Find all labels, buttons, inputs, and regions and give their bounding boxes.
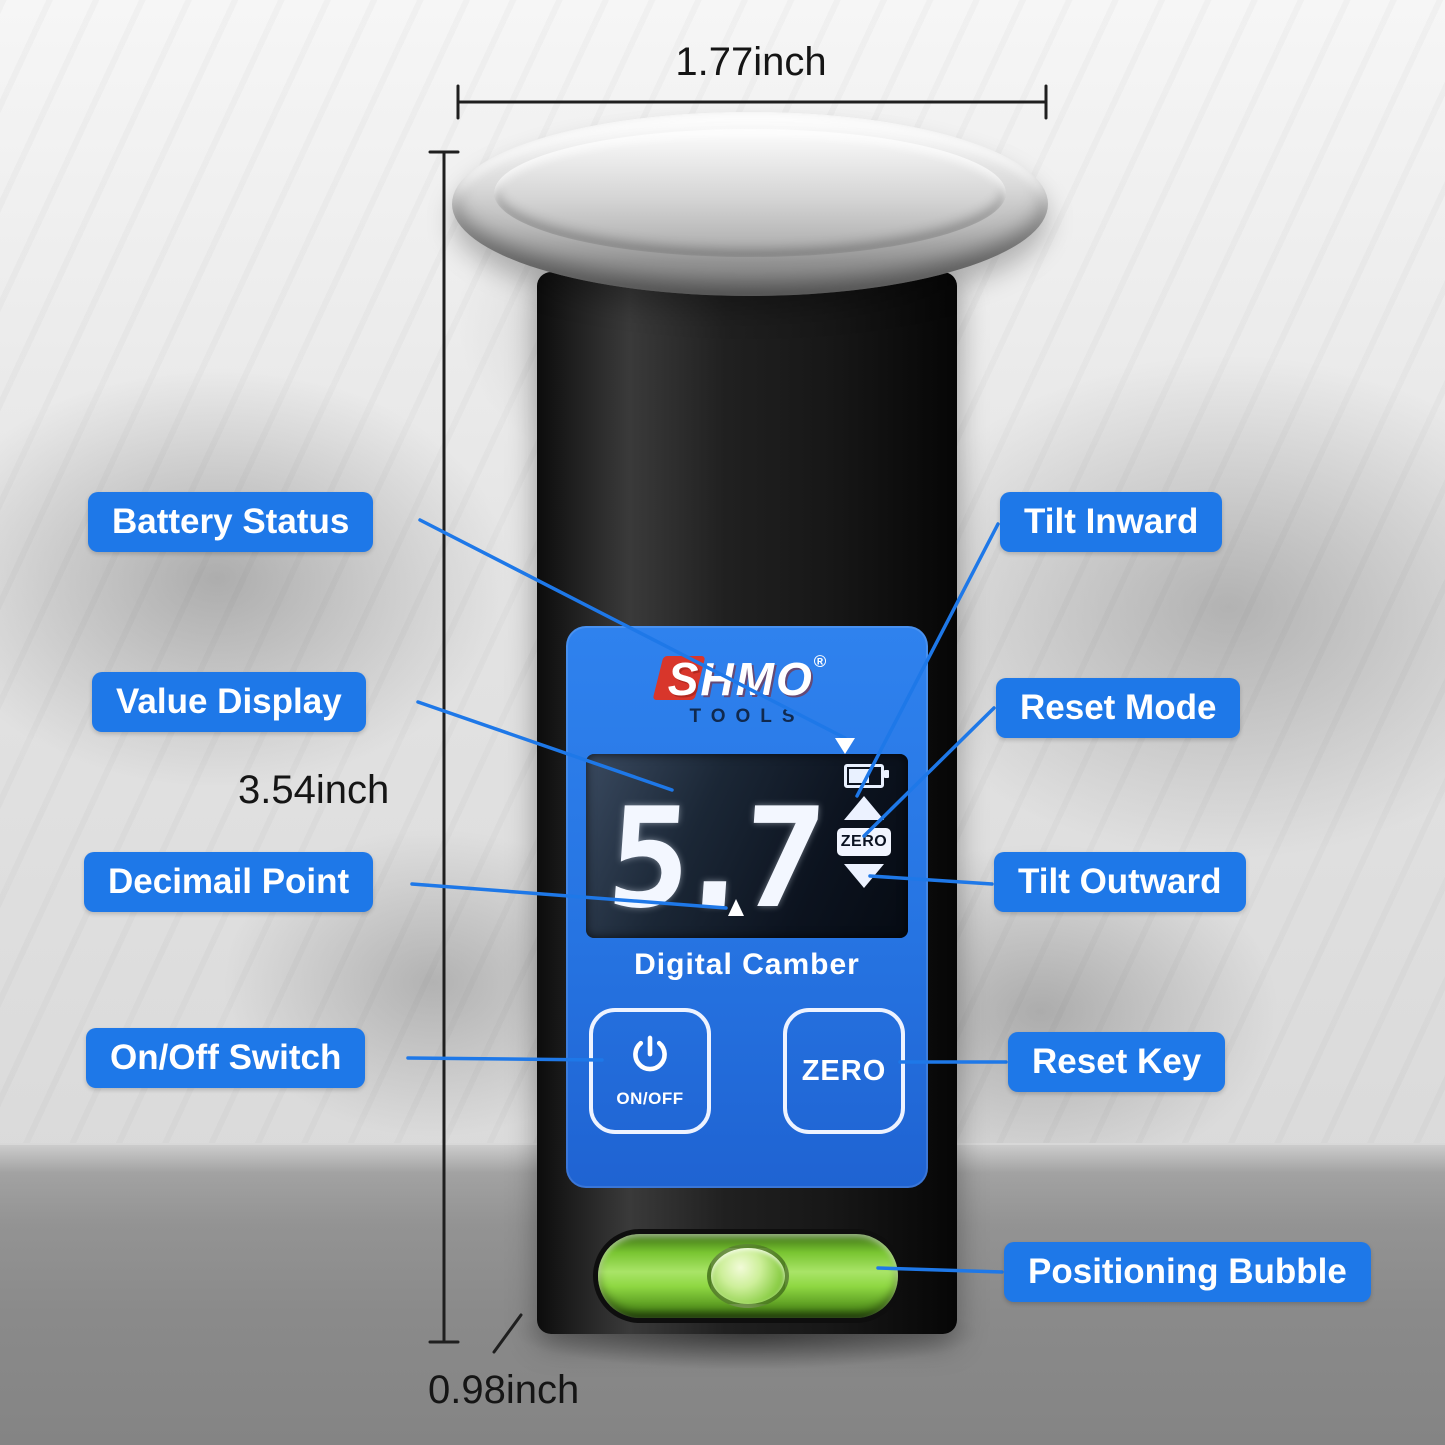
callout-battery-status: Battery Status <box>88 492 374 552</box>
product-name: Digital Camber <box>634 948 860 981</box>
dimension-width-label: 1.77inch <box>675 40 827 84</box>
zero-mode-indicator: ZERO <box>837 828 891 856</box>
brand-wordmark: SHMO® <box>668 652 827 706</box>
brand-logo: SHMO® TOOLS <box>566 652 928 728</box>
bubble-icon <box>707 1244 789 1308</box>
lcd-display: 5.7 ZERO <box>586 754 908 939</box>
callout-tilt-inward: Tilt Inward <box>1000 492 1223 552</box>
magnetic-base <box>452 112 1048 296</box>
callout-reset-mode: Reset Mode <box>996 678 1241 738</box>
zero-button: ZERO <box>783 1008 905 1134</box>
brand-name: SHMO <box>667 653 814 705</box>
battery-fill <box>849 769 869 783</box>
value-display-digits: 5.7 <box>602 778 815 939</box>
button-row: ON/OFF ZERO <box>566 1008 928 1134</box>
zero-button-label: ZERO <box>801 1054 887 1087</box>
battery-icon <box>844 764 889 788</box>
callout-tilt-outward: Tilt Outward <box>994 852 1246 912</box>
brand-subtitle: TOOLS <box>689 706 805 727</box>
on-off-button-label: ON/OFF <box>616 1089 684 1108</box>
callout-positioning-bubble: Positioning Bubble <box>1004 1242 1371 1302</box>
callout-reset-key: Reset Key <box>1008 1032 1226 1092</box>
dimension-depth-label: 0.98inch <box>428 1368 580 1412</box>
positioning-bubble-level <box>598 1234 898 1318</box>
front-panel: SHMO® TOOLS 5.7 ZERO Digital Camber <box>566 626 928 1188</box>
lcd-indicator-cluster: ZERO <box>832 764 896 888</box>
on-off-button: ON/OFF <box>589 1008 711 1134</box>
callout-on-off-switch: On/Off Switch <box>86 1028 366 1088</box>
tilt-outward-arrow-icon <box>844 864 884 888</box>
tilt-inward-arrow-icon <box>844 796 884 820</box>
dimension-height-label: 3.54inch <box>238 768 390 812</box>
registered-mark: ® <box>813 652 827 671</box>
power-icon <box>627 1033 673 1084</box>
callout-decimal-point: Decimail Point <box>84 852 374 912</box>
callout-value-display: Value Display <box>92 672 366 732</box>
